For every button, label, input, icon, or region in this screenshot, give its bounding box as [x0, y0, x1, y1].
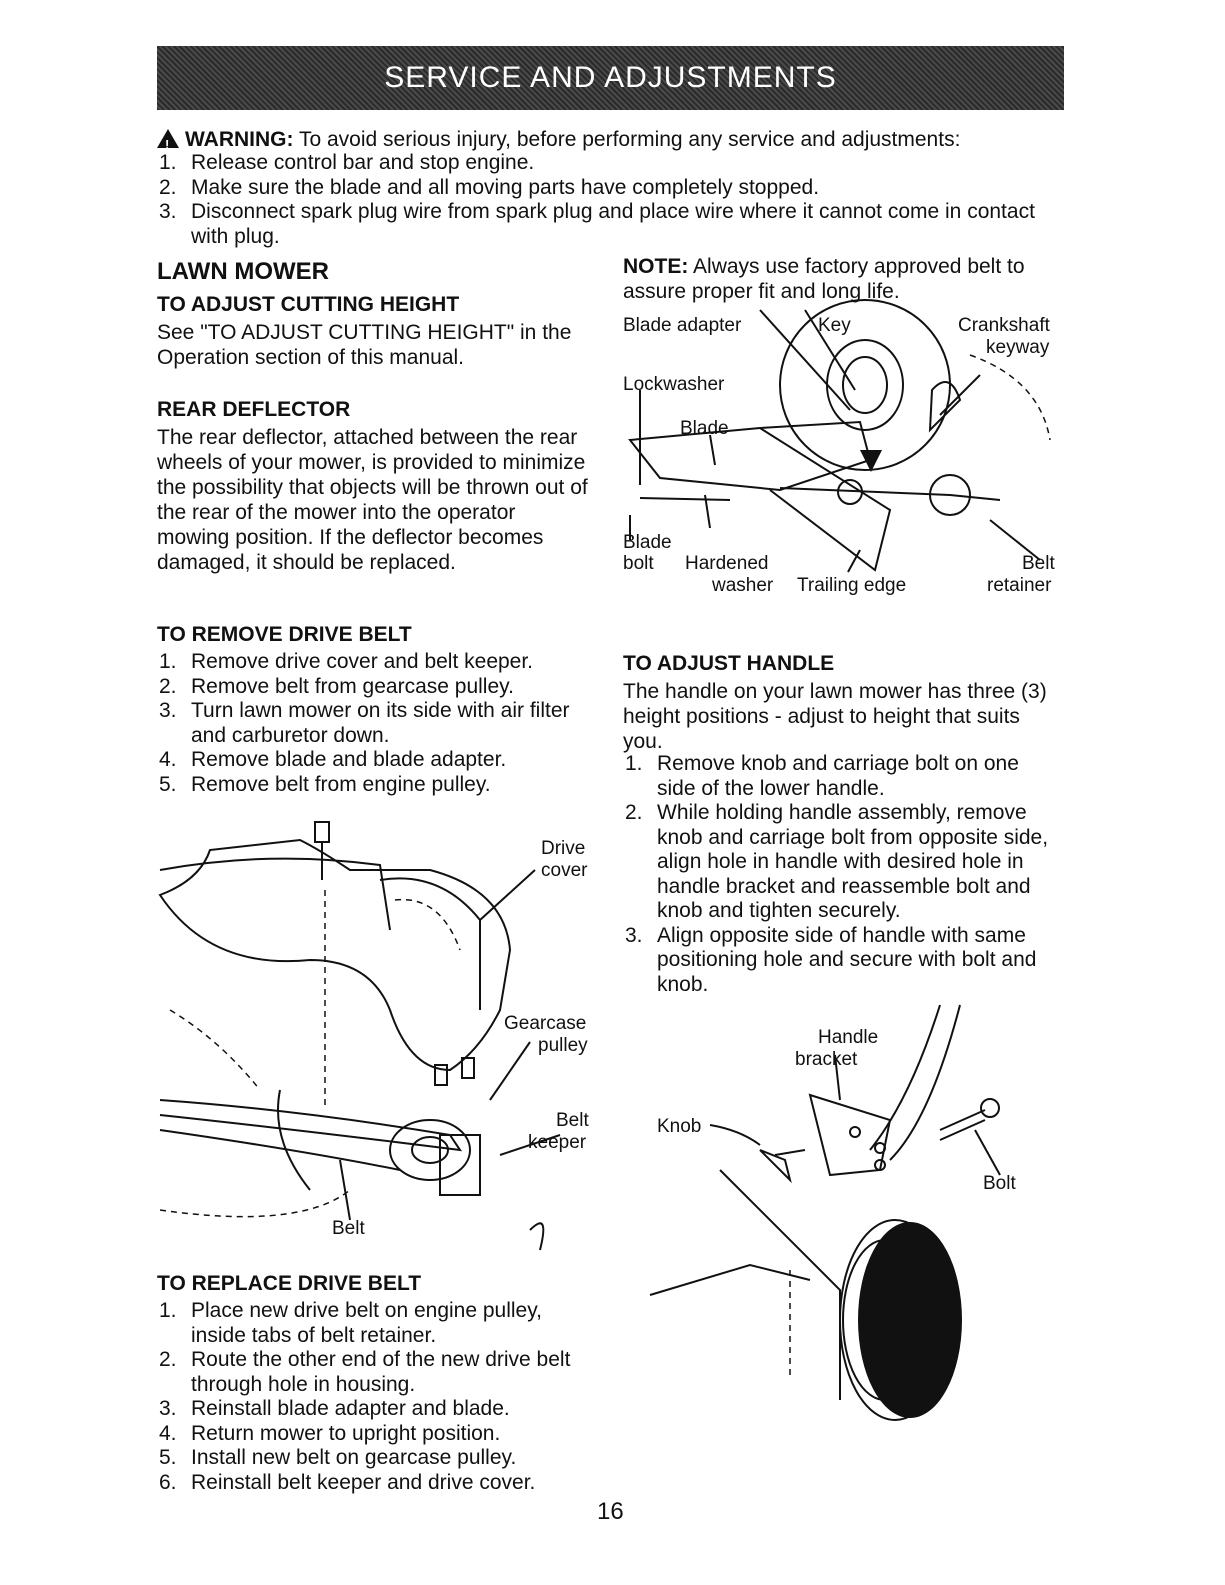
- list-item: 3.Disconnect spark plug wire from spark …: [159, 200, 1035, 248]
- cutting-height-text: See "TO ADJUST CUTTING HEIGHT" in the Op…: [157, 321, 572, 369]
- mower-deck-outline: [719, 1169, 841, 1400]
- list-item: 1.Remove knob and carriage bolt on one s…: [625, 752, 1019, 800]
- rear-deflector-text: The rear deflector, attached between the…: [157, 426, 588, 574]
- label-belt-keeper: Belt: [556, 1110, 589, 1131]
- belt-shape: [159, 1099, 463, 1152]
- label-belt: Belt: [332, 1218, 365, 1239]
- remove-belt-heading: TO REMOVE DRIVE BELT: [157, 623, 412, 646]
- note: NOTE: Always use factory approved belt t…: [623, 254, 1063, 304]
- label-blade: Blade: [680, 418, 729, 439]
- lawn-mower-heading: LAWN MOWER: [157, 258, 329, 285]
- note-text: Always use factory approved belt to assu…: [623, 255, 1025, 303]
- adjust-handle-text: The handle on your lawn mower has three …: [623, 680, 1047, 753]
- page-number: 16: [597, 1498, 624, 1525]
- warning-list: 1.Release control bar and stop engine. 2…: [157, 151, 1057, 249]
- list-item: 6.Reinstall belt keeper and drive cover.: [159, 1470, 536, 1494]
- cutting-height-heading: TO ADJUST CUTTING HEIGHT: [157, 293, 460, 316]
- rear-deflector-heading: REAR DEFLECTOR: [157, 398, 351, 421]
- list-item: 2.Make sure the blade and all moving par…: [159, 175, 820, 199]
- label-hardened: Hardened: [685, 553, 769, 574]
- handle-figure: [649, 1004, 1001, 1421]
- list-item: 1.Place new drive belt on engine pulley,…: [159, 1299, 543, 1347]
- label-bolt: Bolt: [983, 1173, 1016, 1194]
- section-banner: SERVICE AND ADJUSTMENTS: [157, 46, 1064, 110]
- drive-belt-figure: [158, 821, 561, 1251]
- replace-belt-heading: TO REPLACE DRIVE BELT: [157, 1272, 422, 1295]
- note-label: NOTE:: [623, 255, 689, 278]
- label-lockwasher: Lockwasher: [623, 374, 725, 395]
- label-keeper: keeper: [528, 1132, 587, 1153]
- handle-tube: [869, 1004, 941, 1151]
- label-drive: Drive: [541, 838, 586, 859]
- label-retainer: retainer: [987, 575, 1052, 596]
- list-item: 3.Align opposite side of handle with sam…: [625, 923, 1037, 996]
- label-gearcase: Gearcase: [504, 1013, 587, 1034]
- adjust-handle-heading: TO ADJUST HANDLE: [623, 652, 835, 675]
- list-item: 1.Release control bar and stop engine.: [159, 151, 535, 174]
- warning-line: WARNING: To avoid serious injury, before…: [157, 127, 1077, 157]
- section-title: SERVICE AND ADJUSTMENTS: [384, 61, 837, 94]
- blade-shape: [628, 420, 872, 492]
- label-washer: washer: [712, 575, 774, 596]
- label-blade-bolt-2: bolt: [623, 553, 654, 574]
- list-item: 2.While holding handle assembly, remove …: [625, 801, 1049, 922]
- list-item: 3.Reinstall blade adapter and blade.: [159, 1397, 510, 1420]
- list-item: 2.Remove belt from gearcase pulley.: [159, 674, 514, 698]
- label-bracket: bracket: [795, 1049, 858, 1070]
- list-item: 4.Remove blade and blade adapter.: [159, 748, 507, 771]
- list-item: 3.Turn lawn mower on its side with air f…: [159, 699, 570, 747]
- warning-icon: [157, 129, 179, 157]
- list-item: 1.Remove drive cover and belt keeper.: [159, 650, 534, 673]
- label-keyway: keyway: [986, 337, 1050, 358]
- warning-text: To avoid serious injury, before performi…: [298, 128, 961, 151]
- label-knob: Knob: [657, 1116, 702, 1137]
- adjust-handle-list: 1.Remove knob and carriage bolt on one s…: [623, 752, 1063, 997]
- label-blade-adapter: Blade adapter: [623, 315, 742, 336]
- pointer-arrow: [860, 450, 882, 472]
- drive-cover-outline: [159, 857, 391, 931]
- blade-assembly-figure: [628, 299, 1051, 573]
- list-item: 4.Return mower to upright position.: [159, 1421, 501, 1445]
- label-blade-bolt: Blade: [623, 532, 672, 553]
- label-handle: Handle: [818, 1027, 879, 1048]
- label-pulley: pulley: [538, 1035, 588, 1056]
- list-item: 5.Remove belt from engine pulley.: [159, 772, 491, 796]
- list-item: 2.Route the other end of the new drive b…: [159, 1348, 571, 1396]
- remove-belt-list: 1.Remove drive cover and belt keeper. 2.…: [157, 650, 577, 797]
- label-trailing-edge: Trailing edge: [797, 575, 907, 596]
- replace-belt-list: 1.Place new drive belt on engine pulley,…: [157, 1299, 577, 1495]
- label-belt-retainer: Belt: [1022, 553, 1055, 574]
- list-item: 5.Install new belt on gearcase pulley.: [159, 1446, 517, 1469]
- label-key: Key: [818, 315, 851, 336]
- label-cover: cover: [541, 860, 588, 881]
- warning-label: WARNING:: [185, 128, 294, 151]
- label-crankshaft: Crankshaft: [958, 315, 1050, 336]
